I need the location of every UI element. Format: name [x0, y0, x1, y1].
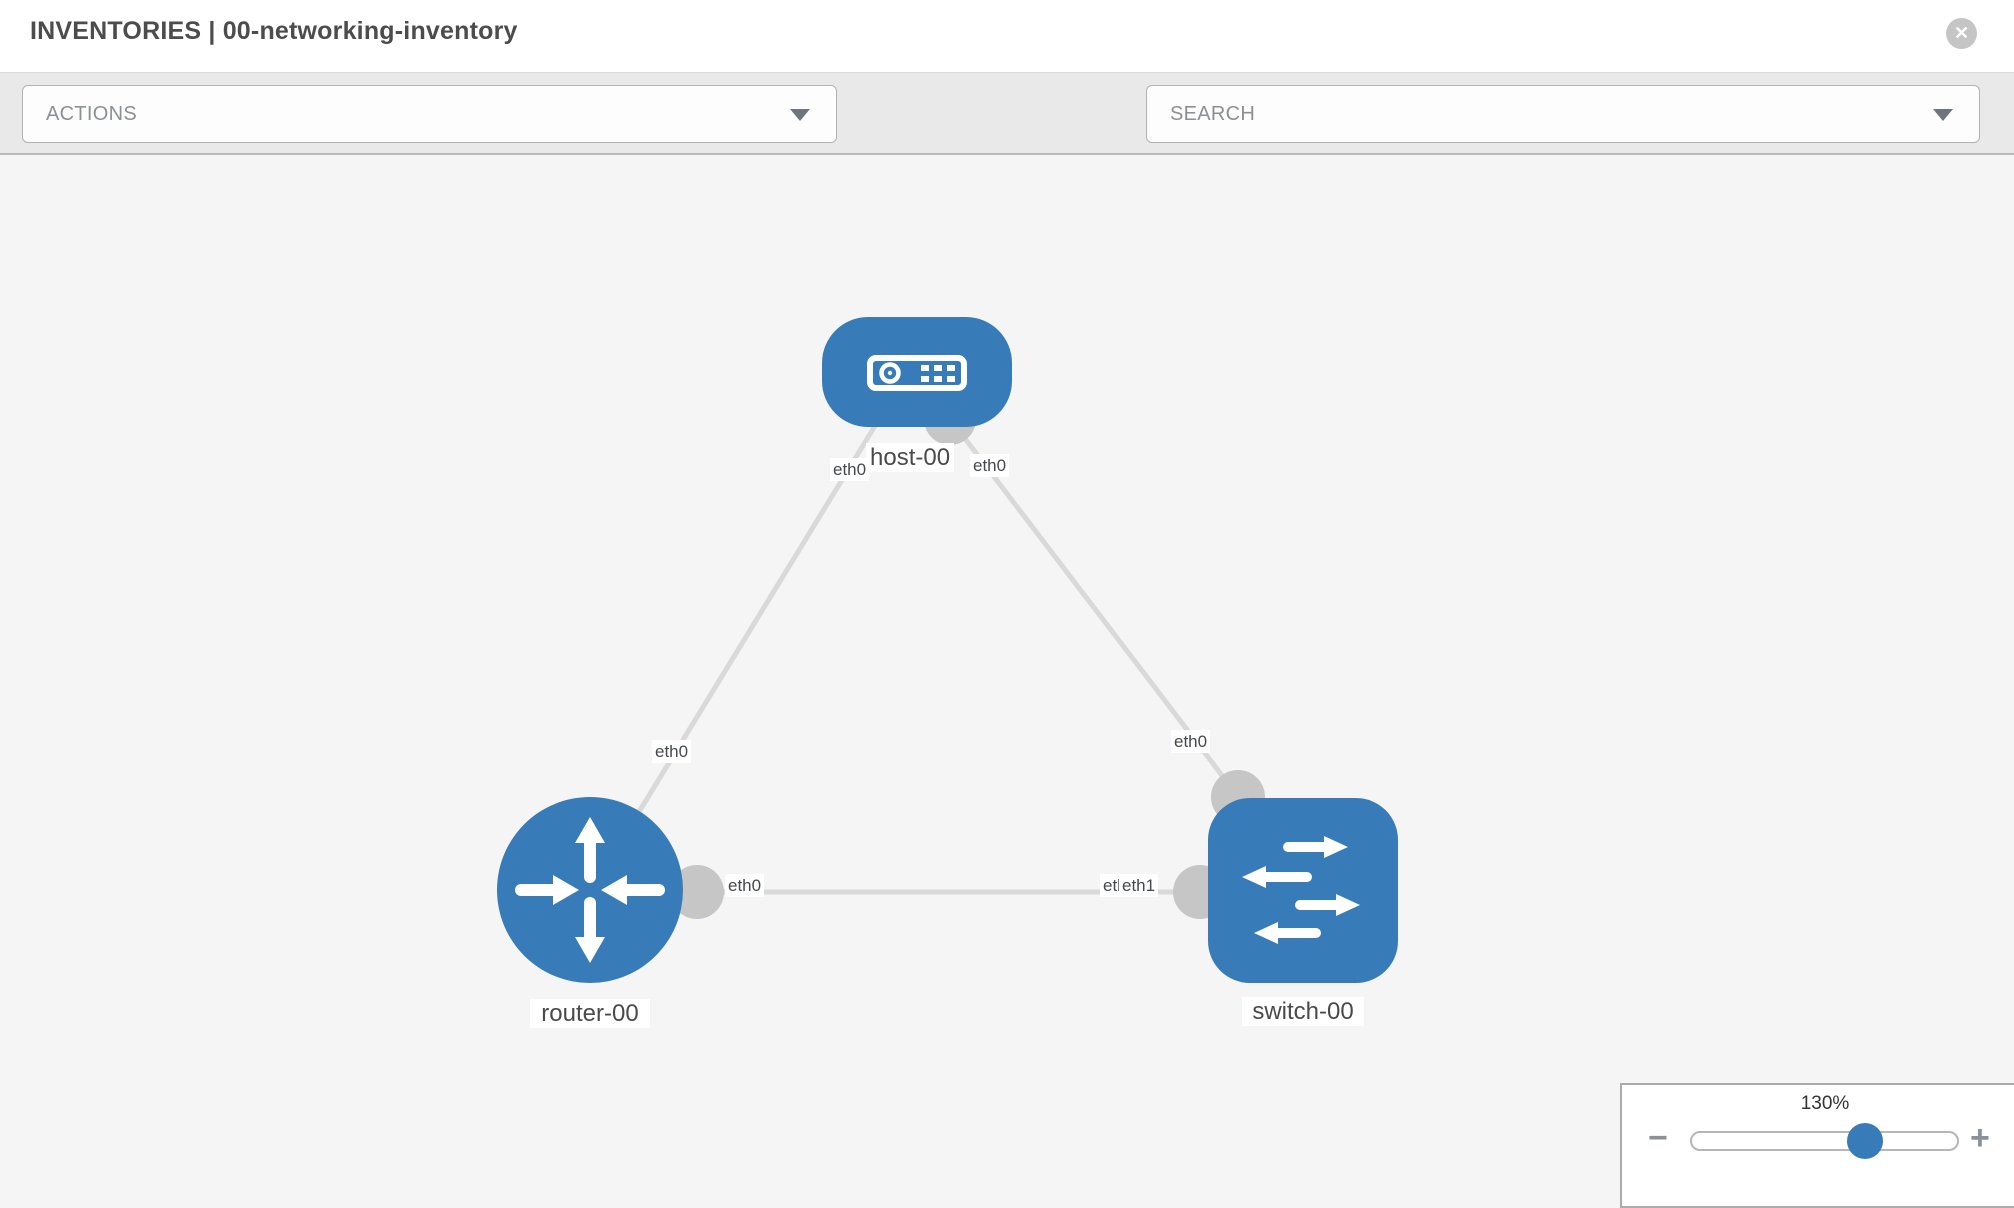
actions-dropdown-label: ACTIONS [46, 102, 137, 125]
search-dropdown[interactable]: SEARCH [1146, 85, 1980, 143]
node-label-router-00: router-00 [530, 999, 650, 1028]
interface-label-host-eth0-right: eth0 [970, 454, 1010, 477]
zoom-out-button[interactable]: − [1648, 1119, 1668, 1157]
interface-label-router-eth0-top: eth0 [652, 740, 692, 763]
interface-label-switch-eth1: eth1 [1119, 874, 1159, 897]
host-icon [867, 355, 967, 391]
interface-label-switch-eth0: eth0 [1171, 730, 1211, 753]
interface-label-switch-eth1-occluded: eth1 [1100, 874, 1122, 897]
interface-label-router-eth0-mid: eth0 [725, 874, 765, 897]
toolbar: ACTIONS SEARCH [0, 72, 2014, 208]
topology-canvas[interactable]: eth0 eth0 eth0 eth0 eth0 eth1 eth1 host-… [0, 157, 2014, 1200]
chevron-down-icon [790, 109, 810, 121]
node-switch-00[interactable] [1208, 798, 1398, 983]
zoom-level-label: 130% [1800, 1093, 1850, 1114]
switch-icon [1242, 836, 1360, 944]
page-title: INVENTORIES | 00-networking-inventory [30, 17, 518, 45]
port-router-eth0[interactable] [670, 865, 724, 919]
interface-label-host-eth0-left: eth0 [830, 458, 870, 481]
node-label-switch-00: switch-00 [1242, 997, 1364, 1026]
actions-dropdown[interactable]: ACTIONS [22, 85, 837, 143]
router-icon [515, 817, 665, 963]
app-header: INVENTORIES | 00-networking-inventory ✕ [0, 0, 2014, 72]
node-host-00[interactable] [822, 317, 1012, 427]
zoom-slider[interactable] [1690, 1123, 1959, 1159]
chevron-down-icon [1933, 109, 1953, 121]
close-icon: ✕ [1953, 23, 1970, 43]
node-label-host-00: host-00 [866, 443, 955, 472]
zoom-panel: 130% − + [1620, 1083, 2014, 1208]
links-layer [587, 393, 1300, 919]
zoom-slider-handle[interactable] [1847, 1123, 1883, 1159]
close-button[interactable]: ✕ [1946, 18, 1977, 49]
node-router-00[interactable] [497, 797, 683, 983]
zoom-in-button[interactable]: + [1970, 1119, 1990, 1157]
search-dropdown-label: SEARCH [1170, 102, 1256, 125]
